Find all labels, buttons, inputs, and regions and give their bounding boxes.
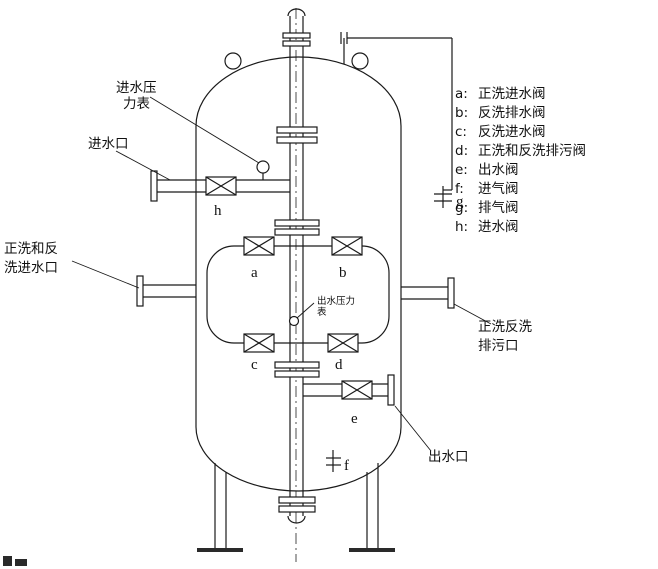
inlet-pressure-gauge-icon (256, 160, 270, 174)
wash-inlet-flange (136, 275, 144, 307)
label-drain-outlet-line2: 排污口 (478, 338, 519, 354)
legend-label-h: 进水阀 (478, 219, 519, 235)
legend-key-d: d: (455, 143, 468, 159)
legend-key-f: f: (455, 181, 464, 197)
valve-c-icon (243, 333, 275, 353)
label-outlet-pressure-gauge-line2: 表 (317, 306, 327, 318)
legend-key-a: a: (455, 86, 468, 102)
base-plate-right (349, 548, 395, 552)
valve-letter-g: g (456, 194, 464, 210)
outlet-flange (387, 374, 395, 406)
legend-label-d: 正洗和反洗排污阀 (478, 143, 586, 159)
outlet-pressure-gauge-group (288, 302, 315, 327)
outlet-pressure-gauge-icon (288, 315, 300, 327)
exhaust-pipe (340, 32, 453, 208)
label-water-inlet: 进水口 (88, 136, 129, 152)
leader-lines (71, 96, 492, 452)
bottom-pipe-cap (287, 515, 306, 524)
valve-a-icon (243, 236, 275, 256)
legend-key-g: g: (455, 200, 468, 216)
tank-outline (195, 52, 402, 492)
valve-letter-c: c (251, 357, 258, 373)
legend-label-f: 进气阀 (478, 181, 519, 197)
valve-h-icon (205, 176, 237, 196)
valve-letter-f: f (344, 458, 349, 474)
label-drain-outlet-line1: 正洗反洗 (478, 319, 532, 335)
valve-e-icon (341, 380, 373, 400)
valve-letter-a: a (251, 265, 258, 281)
legend-key-h: h: (455, 219, 468, 235)
air-inlet-fitting (326, 450, 341, 472)
valve-letter-e: e (351, 411, 358, 427)
internal-manifold (206, 245, 390, 344)
legend-key-e: e: (455, 162, 468, 178)
lifting-lug-right (351, 52, 369, 70)
valve-b-icon (331, 236, 363, 256)
base-plate-left (197, 548, 243, 552)
support-legs (197, 463, 395, 552)
legend-label-e: 出水阀 (478, 162, 519, 178)
top-pipe-cap (287, 8, 306, 17)
wash-inlet-nozzle (136, 275, 196, 307)
legend: a: 正洗进水阀 b: 反洗排水阀 c: 反洗进水阀 d: 正洗和反洗排污阀 e… (455, 86, 586, 235)
label-wash-inlet-line1: 正洗和反 (4, 241, 58, 257)
corner-watermark-mark (3, 556, 27, 566)
drain-nozzle (401, 277, 455, 309)
label-water-outlet: 出水口 (428, 449, 469, 465)
valve-letter-d: d (335, 357, 343, 373)
label-inlet-pressure-gauge-line2: 力表 (123, 96, 150, 112)
legend-label-g: 排气阀 (478, 200, 519, 216)
valve-d-icon (327, 333, 359, 353)
center-pipe (287, 8, 306, 524)
legend-key-c: c: (455, 124, 467, 140)
legend-key-b: b: (455, 105, 468, 121)
legend-label-c: 反洗进水阀 (478, 124, 546, 140)
label-wash-inlet-line2: 洗进水口 (4, 260, 58, 276)
legend-label-b: 反洗排水阀 (478, 105, 546, 121)
inlet-flange (150, 170, 158, 202)
legend-label-a: 正洗进水阀 (478, 86, 546, 102)
drain-flange (447, 277, 455, 309)
valve-letter-b: b (339, 265, 347, 281)
label-inlet-pressure-gauge-line1: 进水压 (116, 80, 157, 96)
center-pipe-flanges (274, 32, 320, 513)
label-outlet-pressure-gauge-line1: 出水压力 (317, 295, 355, 307)
lifting-lug-left (224, 52, 242, 70)
valve-letter-h: h (214, 203, 222, 219)
